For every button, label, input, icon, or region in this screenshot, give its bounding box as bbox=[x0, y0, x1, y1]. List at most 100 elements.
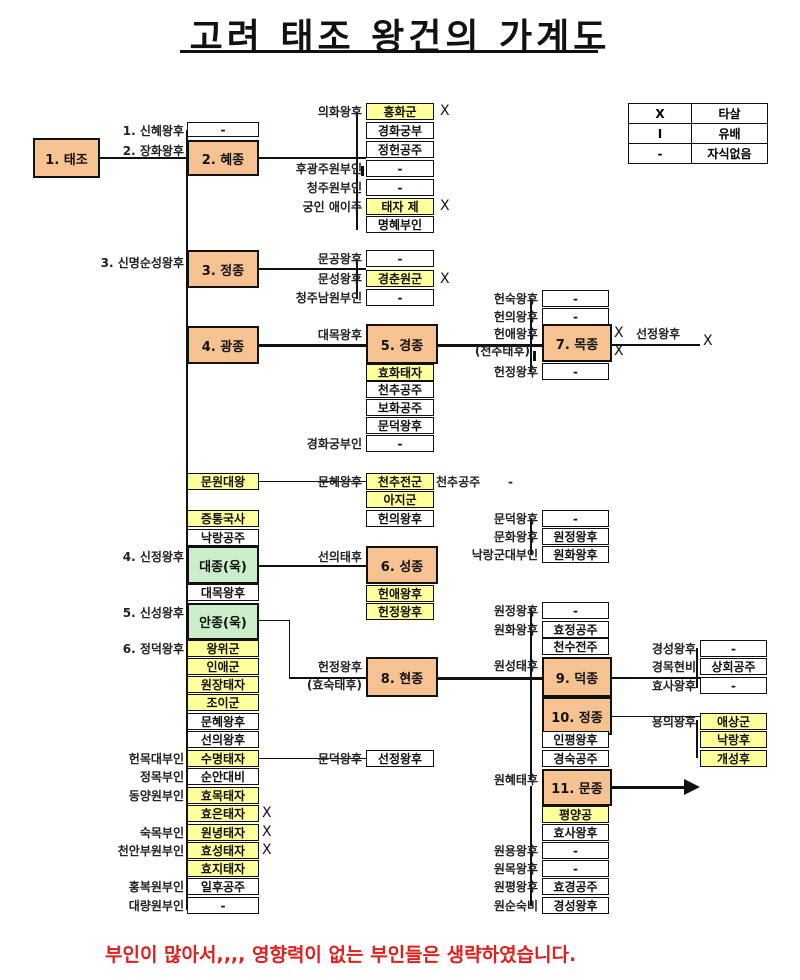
killed-mark-icon: X bbox=[614, 325, 624, 341]
consort-label: 원용왕후 bbox=[493, 844, 538, 858]
connector-line bbox=[259, 620, 289, 621]
person-box: 11. 문종 bbox=[542, 769, 612, 806]
person-box: 경춘원군 bbox=[366, 270, 434, 287]
consort-label: 헌애왕후 bbox=[493, 327, 538, 341]
person-box: 효성태자 bbox=[187, 842, 259, 859]
person-box: - bbox=[366, 160, 434, 177]
consort-label: 5. 신성왕후 bbox=[122, 606, 184, 620]
person-box: 문혜왕후 bbox=[187, 713, 259, 730]
consort-label: 대목왕후 bbox=[317, 328, 362, 342]
person-box: 2. 혜종 bbox=[187, 140, 259, 176]
person-box: 낙랑후 bbox=[700, 731, 767, 748]
person-box: 문덕왕후 bbox=[366, 417, 434, 434]
connector-line bbox=[696, 720, 698, 758]
connector-line bbox=[530, 608, 532, 780]
consort-label: 2. 장화왕후 bbox=[122, 144, 184, 158]
person-box: 보화공주 bbox=[366, 399, 434, 416]
person-box: 효사왕후 bbox=[542, 824, 609, 841]
consort-label: 경화궁부인 bbox=[306, 437, 362, 451]
exile-mark bbox=[533, 351, 536, 361]
killed-mark-icon: X bbox=[262, 842, 272, 858]
person-box: 선정왕후 bbox=[366, 750, 434, 767]
connector-line bbox=[289, 677, 366, 679]
person-box: 상회공주 bbox=[700, 658, 767, 675]
connector-line bbox=[530, 298, 532, 372]
legend-meaning: 타살 bbox=[691, 103, 768, 124]
person-box: 헌의왕후 bbox=[366, 510, 434, 527]
person-box: 헌애왕후 bbox=[366, 585, 434, 602]
killed-mark-icon: X bbox=[614, 343, 624, 359]
connector-line bbox=[438, 344, 542, 347]
killed-mark-icon: X bbox=[262, 805, 272, 821]
consort-label: (천추태후) bbox=[474, 344, 530, 358]
person-box: 7. 목종 bbox=[542, 324, 612, 362]
person-box: 조이군 bbox=[187, 694, 259, 711]
killed-mark-icon: X bbox=[703, 333, 713, 349]
connector-line bbox=[356, 112, 358, 230]
consort-label: 3. 신명순성왕후 bbox=[100, 256, 184, 270]
legend: X 타살 I 유배 - 자식없음 bbox=[628, 103, 768, 164]
person-box: 3. 정종 bbox=[187, 250, 259, 288]
person-box: 효화태자 bbox=[366, 364, 434, 381]
person-box: 경성왕후 bbox=[542, 897, 609, 914]
consort-label: 용의왕후 bbox=[651, 715, 696, 729]
consort-label: 문덕왕후 bbox=[493, 512, 538, 526]
consort-label: 낙랑군대부인 bbox=[471, 548, 538, 562]
killed-mark-icon: X bbox=[440, 271, 450, 287]
person-box: 10. 정종 bbox=[542, 697, 612, 735]
consort-label: 청주원부인 bbox=[306, 181, 362, 195]
consort-label: 천추공주 bbox=[436, 475, 481, 489]
person-box: 선의왕후 bbox=[187, 731, 259, 748]
consort-label: 궁인 애이주 bbox=[302, 200, 362, 214]
connector-line bbox=[259, 268, 366, 270]
consort-label: 문혜왕후 bbox=[317, 475, 362, 489]
connector-line bbox=[438, 677, 542, 680]
person-box: 순안대비 bbox=[187, 768, 259, 785]
person-box: 대목왕후 bbox=[187, 584, 259, 601]
person-box: - bbox=[700, 677, 767, 694]
person-box: 경숙공주 bbox=[542, 750, 609, 767]
person-box: 태자 제 bbox=[366, 198, 434, 215]
person-box: 8. 현종 bbox=[366, 657, 438, 697]
connector-line bbox=[612, 786, 684, 789]
consort-label: 천안부원부인 bbox=[117, 844, 184, 858]
person-box: - bbox=[700, 640, 767, 657]
person-box: 원장태자 bbox=[187, 676, 259, 693]
consort-label: 청주남원부인 bbox=[295, 291, 362, 305]
person-box: 낙랑공주 bbox=[187, 529, 259, 546]
consort-label: 문성왕후 bbox=[317, 272, 362, 286]
footer-note: 부인이 많아서,,,, 영향력이 없는 부인들은 생략하였습니다. bbox=[105, 944, 577, 966]
consort-label: 헌정왕후 bbox=[317, 660, 362, 674]
person-box: 효목태자 bbox=[187, 787, 259, 804]
person-box: 흥화군 bbox=[366, 103, 434, 120]
consort-label: 원목왕후 bbox=[493, 862, 538, 876]
person-box: 4. 광종 bbox=[187, 326, 259, 364]
person-box: 개성후 bbox=[700, 750, 767, 767]
consort-label: 1. 신혜왕후 bbox=[122, 124, 184, 138]
person-box: - bbox=[366, 289, 434, 306]
connector-line bbox=[530, 786, 532, 906]
consort-label: 동양원부인 bbox=[128, 789, 184, 803]
person-box: - bbox=[366, 250, 434, 267]
consort-label: 헌목대부인 bbox=[128, 752, 184, 766]
killed-mark-icon: X bbox=[440, 103, 450, 119]
person-box: 인평왕후 bbox=[542, 731, 609, 748]
consort-label: 홍복원부인 bbox=[128, 880, 184, 894]
consort-label: 숙목부인 bbox=[139, 826, 184, 840]
killed-mark-icon: X bbox=[262, 824, 272, 840]
person-box: - bbox=[542, 842, 609, 859]
person-box: 천추공주 bbox=[366, 381, 434, 398]
connector-line bbox=[612, 677, 700, 679]
consort-label: 6. 정덕왕후 bbox=[122, 642, 184, 656]
consort-label: 효사왕후 bbox=[651, 679, 696, 693]
person-box: 원정왕후 bbox=[542, 528, 609, 545]
person-box: 평양공 bbox=[542, 806, 609, 823]
person-box: 인애군 bbox=[187, 658, 259, 675]
person-box: 아지군 bbox=[366, 491, 434, 508]
person-box: 대종(욱) bbox=[187, 546, 259, 584]
consort-label: 후광주원부인 bbox=[295, 162, 362, 176]
person-box: - bbox=[542, 308, 609, 325]
person-box: 효정공주 bbox=[542, 621, 609, 638]
consort-label: 문공왕후 bbox=[317, 252, 362, 266]
